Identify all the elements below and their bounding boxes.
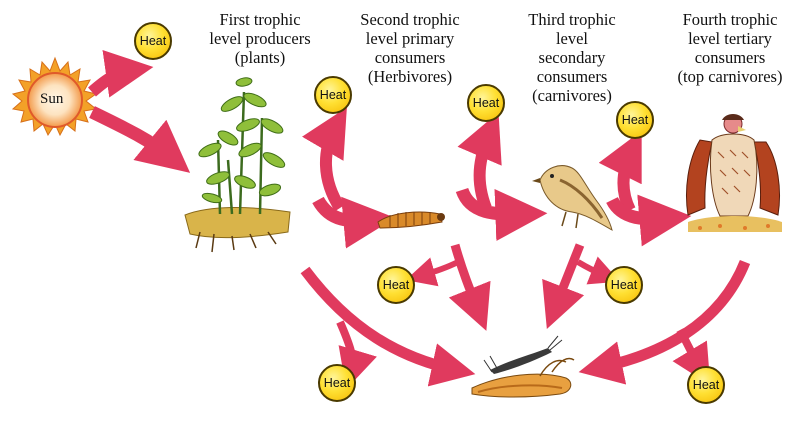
label-first-line1: First trophic [196,10,324,29]
branch-heat-caterpillar [420,262,458,276]
heat-circle-secondary: Heat [616,101,654,139]
vulture-icon [687,114,783,232]
label-third-line2: level [516,29,628,48]
slug-icon [472,336,574,397]
heat-circle-sun: Heat [134,22,172,60]
heat-circle-bottom-left: Heat [318,364,356,402]
heat-circle-bottom-right: Heat [687,366,725,404]
plant-icon [185,77,290,252]
branch-heat-left-bottom [340,322,353,370]
arrow-to-heat-2 [326,126,340,208]
label-first-level: First trophic level producers (plants) [196,10,324,67]
branch-heat-bird [578,262,606,276]
sun-label: Sun [40,91,63,108]
arrow-bird-to-vulture [612,200,668,219]
caterpillar-icon [378,212,445,228]
label-third-line3: secondary [516,48,628,67]
label-second-line4: (Herbivores) [348,67,472,86]
arrow-bird-to-decomposer [555,245,580,308]
label-fourth-line3: consumers [664,48,796,67]
label-first-line2: level producers [196,29,324,48]
label-second-line3: consumers [348,48,472,67]
heat-circle-producers: Heat [314,76,352,114]
label-third-line5: (carnivores) [516,86,628,105]
label-second-line1: Second trophic [348,10,472,29]
label-third-level: Third trophic level secondary consumers … [516,10,628,105]
label-second-line2: level primary [348,29,472,48]
label-second-level: Second trophic level primary consumers (… [348,10,472,86]
label-first-line3: (plants) [196,48,324,67]
label-third-line1: Third trophic [516,10,628,29]
arrow-plants-to-caterpillar [318,200,372,221]
bird-icon [532,166,612,230]
heat-circle-mid-left: Heat [377,266,415,304]
label-fourth-line2: level tertiary [664,29,796,48]
label-fourth-line1: Fourth trophic [664,10,796,29]
arrow-caterpillar-to-bird [462,190,524,214]
heat-circle-primary: Heat [467,84,505,122]
arrow-caterpillar-to-decomposer [455,245,478,310]
heat-circle-mid-right: Heat [605,266,643,304]
label-third-line4: consumers [516,67,628,86]
arrow-sun-to-plants [92,112,172,158]
label-fourth-line4: (top carnivores) [664,67,796,86]
arrow-sun-to-heat [92,70,132,92]
label-fourth-level: Fourth trophic level tertiary consumers … [664,10,796,86]
arrow-to-heat-3 [480,132,490,208]
arrow-to-heat-4 [623,150,632,210]
